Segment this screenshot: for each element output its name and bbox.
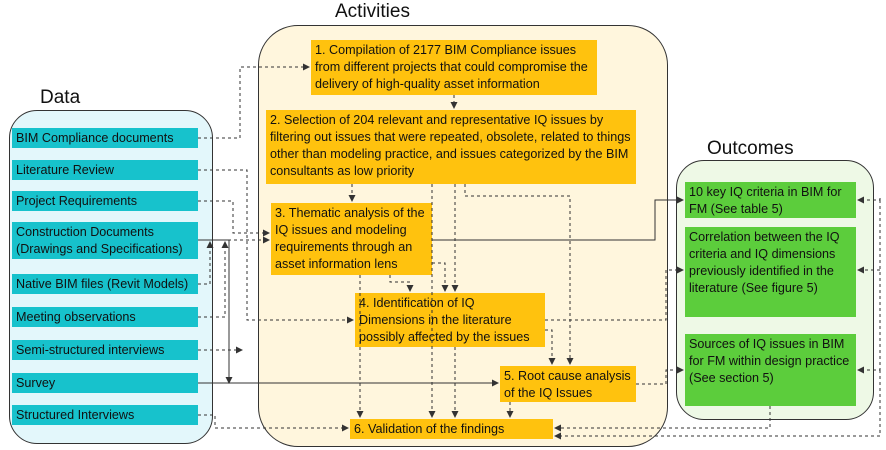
- activity-1-compilation: 1. Compilation of 2177 BIM Compliance is…: [311, 40, 597, 95]
- arrow-native-bim: [198, 241, 214, 285]
- arrow-sources-to-a6: [554, 406, 771, 432]
- arrow-a2-to-a5: [464, 184, 574, 365]
- arrow-cd-to-survey: [198, 239, 233, 384]
- arrow-a3-to-a4-b: [389, 275, 414, 292]
- arrow-a4-to-correlation: [545, 266, 684, 321]
- activity-5-root-cause: 5. Root cause analysis of the IQ Issues: [500, 366, 636, 402]
- arrow-lit-to-a4: [198, 169, 354, 324]
- data-item-literature-review: Literature Review: [12, 160, 198, 180]
- activity-6-validation: 6. Validation of the findings: [350, 419, 553, 439]
- data-item-semi-structured-interviews: Semi-structured interviews: [12, 340, 198, 360]
- data-item-survey: Survey: [12, 373, 198, 393]
- arrow-structured-to-a6: [198, 414, 349, 432]
- arrow-bim-to-a1: [198, 63, 310, 139]
- arrow-a3-to-criteria: [432, 196, 684, 241]
- data-item-project-requirements: Project Requirements: [12, 191, 198, 211]
- data-item-meeting-observations: Meeting observations: [12, 307, 198, 327]
- arrow-meeting: [198, 241, 229, 318]
- arrow-a4-to-a5: [545, 329, 556, 365]
- arrow-loop-bottom: [554, 370, 881, 440]
- outcome-key-iq-criteria: 10 key IQ criteria in BIM for FM (See ta…: [685, 182, 856, 218]
- outcome-correlation: Correlation between the IQ criteria and …: [685, 227, 856, 317]
- activities-title: Activities: [335, 1, 410, 22]
- outcome-sources-of-issues: Sources of IQ issues in BIM for FM withi…: [685, 334, 856, 406]
- arrow-a5-to-sources: [636, 366, 684, 385]
- arrow-loop-outcome-3: [857, 200, 881, 374]
- outcomes-title: Outcomes: [707, 138, 794, 159]
- arrow-req-to-a3: [198, 200, 270, 237]
- activity-2-selection: 2. Selection of 204 relevant and represe…: [266, 110, 636, 184]
- arrow-loop-outcome-1: [857, 196, 881, 204]
- data-item-native-bim-files: Native BIM files (Revit Models): [12, 274, 198, 294]
- activity-3-thematic-analysis: 3. Thematic analysis of the IQ issues an…: [271, 203, 432, 275]
- data-item-structured-interviews: Structured Interviews: [12, 405, 198, 425]
- data-item-construction-documents: Construction Documents (Drawings and Spe…: [12, 222, 198, 259]
- activity-4-iq-dimensions: 4. Identification of IQ Dimensions in th…: [355, 293, 545, 347]
- data-item-bim-compliance: BIM Compliance documents: [12, 128, 198, 148]
- arrow-a3-to-a4: [432, 262, 449, 292]
- data-title: Data: [40, 87, 81, 108]
